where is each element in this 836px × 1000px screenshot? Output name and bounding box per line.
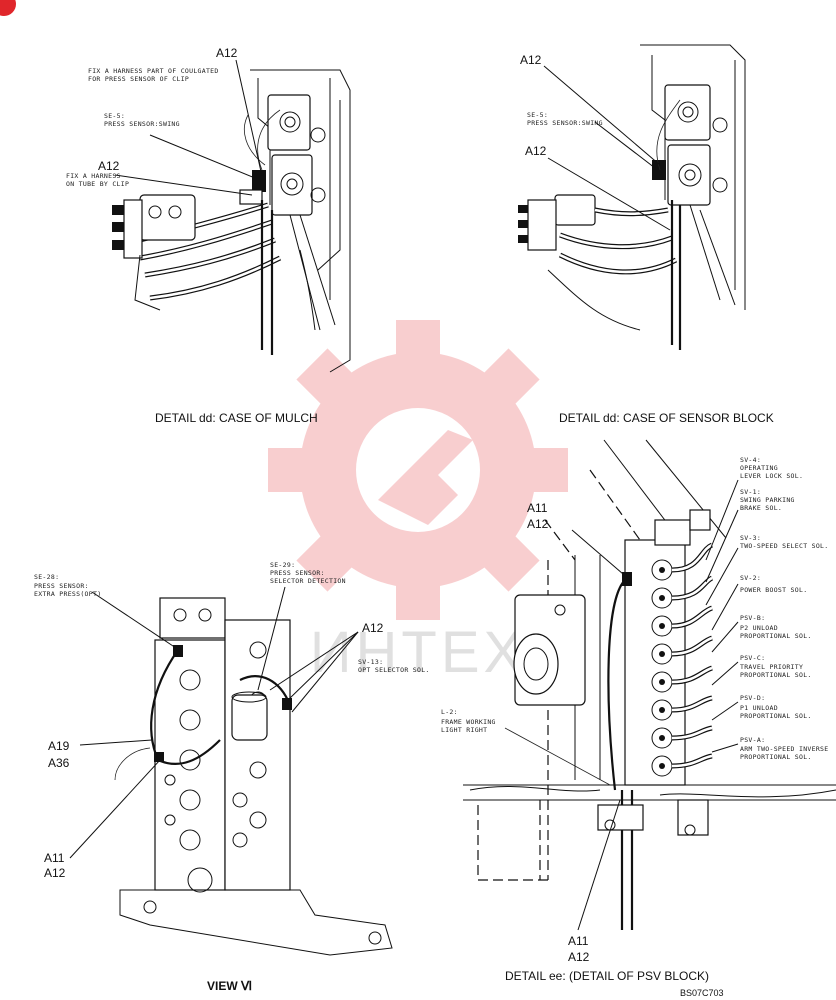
gear-watermark-icon xyxy=(268,320,568,620)
sv1-line: SWING PARKING xyxy=(740,496,795,504)
sv2-label: SV-2: POWER BOOST SOL. xyxy=(740,574,807,594)
caption-detail-mulch: DETAIL dd: CASE OF MULCH xyxy=(155,411,318,425)
a19-label: A19 xyxy=(48,739,70,753)
psv-a12-bottom-label: A12 xyxy=(568,950,590,964)
sv1-line: BRAKE SOL. xyxy=(740,504,782,512)
view-vi-drawing xyxy=(69,586,393,956)
psvd-label: PSV-D: P1 UNLOAD PROPORTIONAL SOL. xyxy=(740,694,812,720)
se28-line: PRESS SENSOR: xyxy=(34,582,89,590)
figure-code: BS07C703 xyxy=(680,988,724,998)
sv4-line: LEVER LOCK SOL. xyxy=(740,472,803,480)
psv-block-detail-drawing xyxy=(463,439,836,931)
view-a12-label: A12 xyxy=(362,621,384,635)
corner-logo-icon xyxy=(0,0,16,16)
mulch-se5-label: SE-5: PRESS SENSOR:SWING xyxy=(104,112,180,128)
sv3-label: SV-3: TWO-SPEED SELECT SOL. xyxy=(740,534,828,550)
sv1-line: SV-1: xyxy=(740,488,761,496)
mulch-a12-mid-label: A12 xyxy=(98,159,120,173)
mulch-se5-line: PRESS SENSOR:SWING xyxy=(104,120,180,128)
mulch-note-top: FIX A HARNESS PART OF COULGATED FOR PRES… xyxy=(88,67,223,83)
sv1-label: SV-1: SWING PARKING BRAKE SOL. xyxy=(740,488,799,512)
l2-label: L-2: FRAME WORKING LIGHT RIGHT xyxy=(441,708,500,734)
caption-detail-sensor: DETAIL dd: CASE OF SENSOR BLOCK xyxy=(559,411,774,425)
mulch-se5-line: SE-5: xyxy=(104,112,125,120)
psva-line: PROPORTIONAL SOL. xyxy=(740,753,812,761)
sensor-se5-line: SE-5: xyxy=(527,111,548,119)
se28-line: SE-28: xyxy=(34,573,59,581)
psv-a11-label: A11 xyxy=(527,501,548,515)
mulch-detail-drawing xyxy=(112,59,351,373)
se29-line: SELECTOR DETECTION xyxy=(270,577,346,585)
caption-detail-ee: DETAIL ee: (DETAIL OF PSV BLOCK) xyxy=(505,969,709,983)
sv13-label: SV-13: OPT SELECTOR SOL. xyxy=(358,658,430,674)
mulch-note-mid-line: FIX A HARNESS xyxy=(66,172,121,180)
sv2-line: POWER BOOST SOL. xyxy=(740,586,807,594)
watermark-text: ИНТЕХ xyxy=(310,620,526,685)
se29-label: SE-29: PRESS SENSOR: SELECTOR DETECTION xyxy=(270,561,346,585)
psv-a12-label: A12 xyxy=(527,517,549,531)
l2-line: LIGHT RIGHT xyxy=(441,726,487,734)
psvd-line: PSV-D: xyxy=(740,694,765,702)
sv2-line: SV-2: xyxy=(740,574,761,582)
view-a11-label: A11 xyxy=(44,851,65,865)
psvb-line: P2 UNLOAD xyxy=(740,624,778,632)
psva-line: PSV-A: xyxy=(740,736,765,744)
sv3-line: SV-3: xyxy=(740,534,761,542)
mulch-note-top-line: FIX A HARNESS PART OF COULGATED xyxy=(88,67,219,75)
mulch-note-mid: FIX A HARNESS ON TUBE BY CLIP xyxy=(66,172,129,188)
se28-label: SE-28: PRESS SENSOR: EXTRA PRESS(OPT) xyxy=(34,573,101,598)
sensor-se5-line: PRESS SENSOR:SWING xyxy=(527,119,603,127)
sv13-line: SV-13: xyxy=(358,658,383,666)
psva-label: PSV-A: ARM TWO-SPEED INVERSE PROPORTIONA… xyxy=(740,736,833,761)
sensor-a12-mid-label: A12 xyxy=(525,144,547,158)
caption-view-vi: VIEW Ⅵ xyxy=(207,979,252,993)
psvd-line: P1 UNLOAD xyxy=(740,704,778,712)
sv3-line: TWO-SPEED SELECT SOL. xyxy=(740,542,828,550)
se29-line: SE-29: xyxy=(270,561,295,569)
l2-line: L-2: xyxy=(441,708,458,716)
psvc-label: PSV-C: TRAVEL PRIORITY PROPORTIONAL SOL. xyxy=(740,654,812,679)
mulch-note-mid-line: ON TUBE BY CLIP xyxy=(66,180,129,188)
sv4-label: SV-4: OPERATING LEVER LOCK SOL. xyxy=(740,456,803,480)
se29-line: PRESS SENSOR: xyxy=(270,569,325,577)
psvb-line: PSV-B: xyxy=(740,614,765,622)
psvc-line: PSV-C: xyxy=(740,654,765,662)
sv13-line: OPT SELECTOR SOL. xyxy=(358,666,430,674)
mulch-note-top-line: FOR PRESS SENSOR OF CLIP xyxy=(88,75,189,83)
sensor-se5-label: SE-5: PRESS SENSOR:SWING xyxy=(527,111,603,127)
sensor-a12-top-label: A12 xyxy=(520,53,542,67)
psvb-label: PSV-B: P2 UNLOAD PROPORTIONAL SOL. xyxy=(740,614,812,640)
psv-a11-bottom-label: A11 xyxy=(568,934,589,948)
a36-label: A36 xyxy=(48,756,70,770)
psvb-line: PROPORTIONAL SOL. xyxy=(740,632,812,640)
sv4-line: OPERATING xyxy=(740,464,778,472)
l2-line: FRAME WORKING xyxy=(441,718,496,726)
view-a12-bottom-label: A12 xyxy=(44,866,66,880)
mulch-a12-top-label: A12 xyxy=(216,46,238,60)
psvc-line: TRAVEL PRIORITY xyxy=(740,663,803,671)
psvc-line: PROPORTIONAL SOL. xyxy=(740,671,812,679)
psvd-line: PROPORTIONAL SOL. xyxy=(740,712,812,720)
psva-line: ARM TWO-SPEED INVERSE xyxy=(740,745,828,753)
se28-line: EXTRA PRESS(OPT) xyxy=(34,590,101,598)
sensor-block-detail-drawing xyxy=(518,44,746,350)
sv4-line: SV-4: xyxy=(740,456,761,464)
